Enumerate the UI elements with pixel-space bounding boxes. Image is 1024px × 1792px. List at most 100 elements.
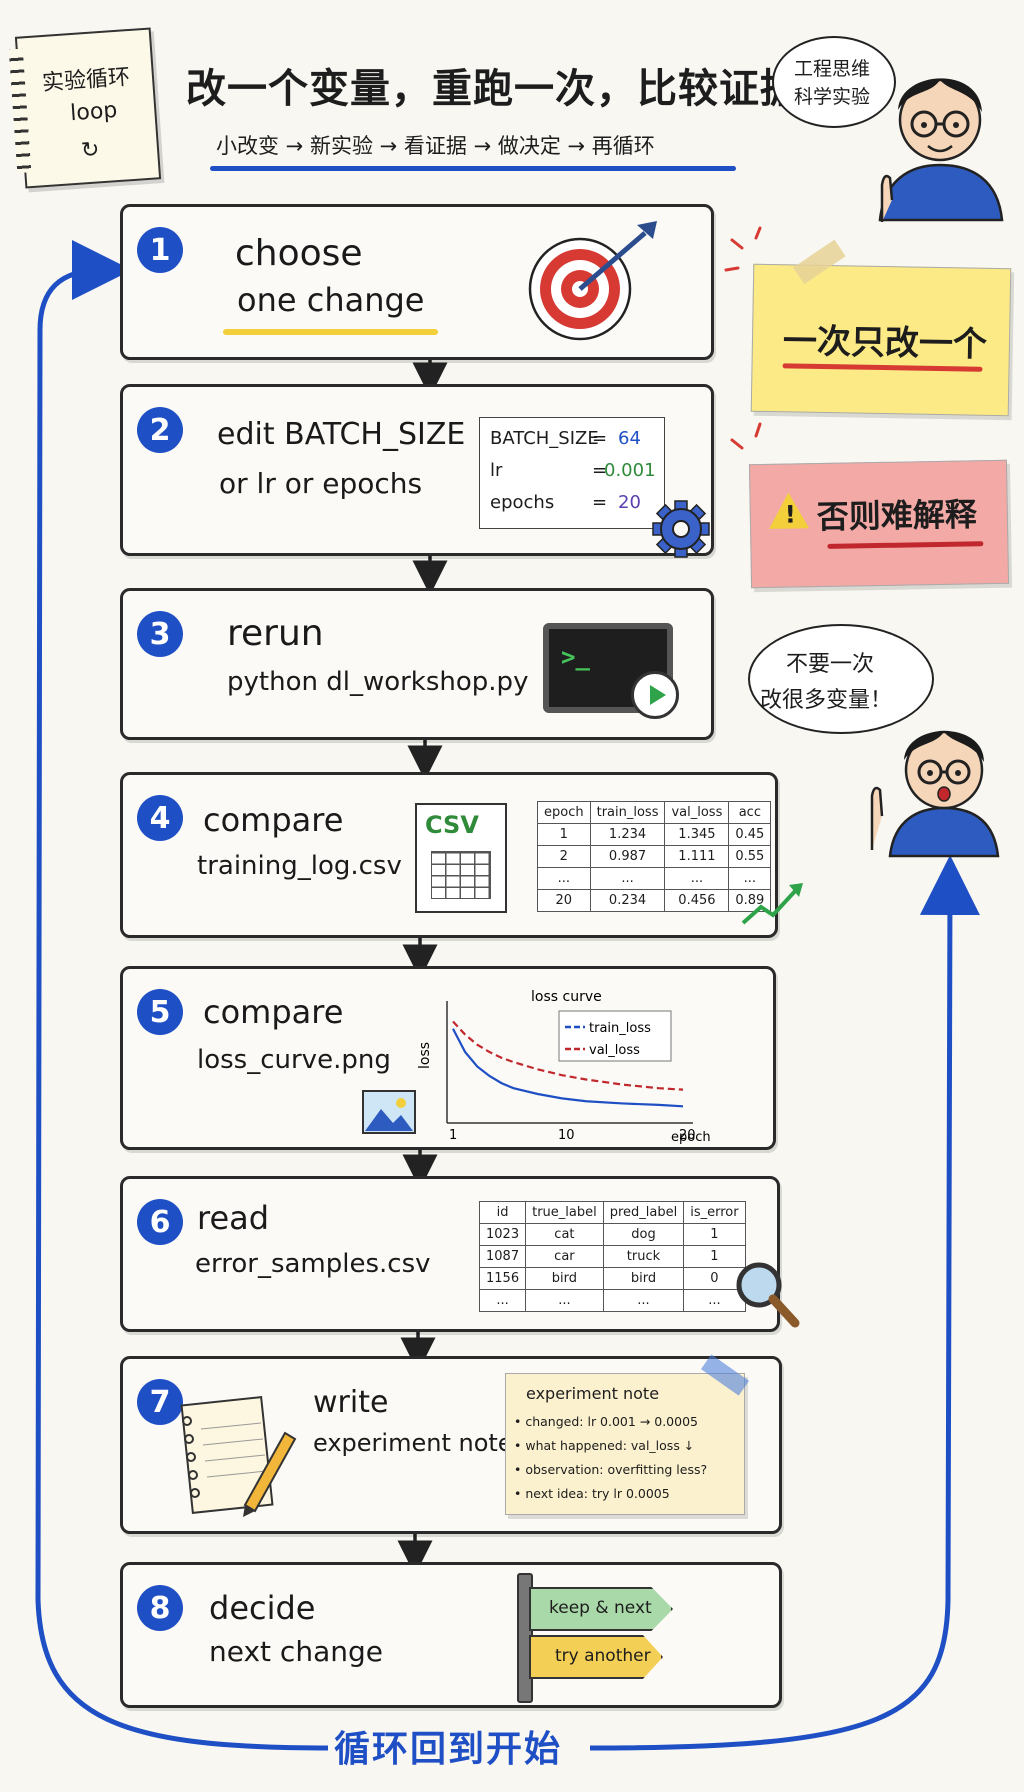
chart-lines — [452, 1020, 684, 1108]
config-eq-epochs: = — [592, 492, 608, 513]
step-8-number: 8 — [137, 1585, 183, 1631]
note-item: • what happened: val_loss ↓ — [514, 1438, 695, 1453]
magnifier-icon — [736, 1262, 800, 1328]
table-cell: ... — [664, 867, 730, 890]
sign-keep-next-label: keep & next — [549, 1598, 652, 1618]
table-cell: bird — [602, 1267, 685, 1290]
step-3-title: rerun — [227, 613, 324, 654]
step-7-subtitle: experiment note — [313, 1429, 513, 1457]
config-val-epochs: 20 — [618, 492, 641, 513]
tape-strip — [700, 1354, 750, 1396]
series-line-train-loss — [452, 1028, 684, 1108]
step-1-underline — [223, 329, 438, 335]
x-tick-label: 20 — [679, 1128, 696, 1143]
table-cell: 1087 — [478, 1245, 527, 1268]
warning-mark: ! — [784, 500, 797, 529]
step-4-card: 4 compare training_log.csv CSV epoch tra… — [120, 772, 803, 938]
config-val-lr: 0.001 — [604, 460, 656, 481]
table-cell: 2 — [537, 845, 591, 868]
speech-line1: 不要一次 — [786, 652, 875, 677]
step-1-title: choose — [235, 233, 363, 274]
notebook-line2: loop — [69, 97, 119, 127]
config-key-batch: BATCH_SIZE — [490, 428, 599, 449]
bubble-line1: 工程思维 — [794, 58, 871, 80]
table-cell: 0.987 — [589, 845, 666, 868]
col-acc: acc — [728, 801, 772, 824]
loop-right-arrow — [589, 855, 980, 1751]
step-2-card: 2 edit BATCH_SIZE or lr or epochs BATCH_… — [120, 384, 714, 558]
table-cell: bird — [525, 1267, 604, 1290]
table-row: 2 0.987 1.111 0.55 — [537, 845, 772, 868]
sticky2-underline — [827, 541, 984, 549]
sign-try-another: try another — [529, 1635, 663, 1679]
table-row: ... ... ... ... — [537, 867, 772, 890]
table-cell: ... — [525, 1289, 604, 1312]
step-8-card: 8 decide next change keep & next try ano… — [120, 1562, 782, 1708]
emphasis-marks-1 — [724, 226, 762, 272]
step-2-title: edit BATCH_SIZE — [217, 417, 466, 452]
person-avatar-top — [878, 78, 1004, 222]
step-6-subtitle: error_samples.csv — [195, 1249, 431, 1279]
csv-file-label: CSV — [425, 811, 479, 839]
config-key-epochs: epochs — [490, 492, 555, 513]
csv-grid — [431, 851, 491, 899]
table-row: 1087 car truck 1 — [478, 1245, 746, 1268]
col-epoch: epoch — [537, 801, 591, 824]
table-cell: ... — [537, 867, 591, 890]
step-5-number: 5 — [137, 989, 183, 1035]
legend-val-label: val_loss — [589, 1043, 640, 1058]
note-item: • next idea: try lr 0.0005 — [514, 1486, 670, 1501]
chart-title: loss curve — [531, 989, 602, 1005]
table-row: ... ... ... ... — [478, 1289, 746, 1312]
step-6-card: 6 read error_samples.csv id true_label p… — [120, 1176, 800, 1332]
speech-line2: 改很多变量！ — [760, 688, 893, 713]
note-item: • observation: overfitting less? — [514, 1462, 708, 1477]
terminal-prompt: >_ — [561, 643, 590, 671]
table-row: 1 1.234 1.345 0.45 — [537, 823, 772, 846]
training-log-table: epoch train_loss val_loss acc 1 1.234 1.… — [537, 801, 772, 912]
table-cell: 20 — [537, 889, 591, 912]
note-item: • changed: lr 0.001 → 0.0005 — [514, 1414, 698, 1429]
sticky-note-one-change: 一次只改一个 — [750, 239, 1012, 417]
table-cell: 0.456 — [664, 889, 730, 912]
sign-try-another-label: try another — [555, 1646, 651, 1666]
chart-legend: train_loss val_loss — [558, 1010, 672, 1062]
step-8-subtitle: next change — [209, 1635, 383, 1668]
person-avatar-bottom — [870, 730, 1000, 858]
table-cell: ... — [728, 867, 772, 890]
step-4-title: compare — [203, 801, 344, 839]
table-cell: 1.234 — [589, 823, 666, 846]
chart-ylabel: loss — [417, 1042, 433, 1069]
table-cell: ... — [602, 1289, 685, 1312]
page-subtitle: 小改变 → 新实验 → 看证据 → 做决定 → 再循环 — [216, 134, 655, 158]
page-title: 改一个变量，重跑一次，比较证据 — [186, 66, 801, 112]
x-tick-label: 10 — [558, 1128, 575, 1143]
emphasis-marks-2 — [730, 422, 762, 450]
sticky-note-hard-to-explain: ! 否则难解释 — [748, 459, 1010, 589]
step-1-subtitle: one change — [237, 281, 425, 319]
chart-xlabel: epoch — [671, 1130, 711, 1145]
loop-icon: ↻ — [80, 137, 101, 164]
col-train-loss: train_loss — [589, 801, 666, 824]
step-5-card: 5 compare loss_curve.png loss curve loss… — [120, 966, 776, 1150]
error-samples-table: id true_label pred_label is_error 1023 c… — [478, 1201, 746, 1312]
table-cell: ... — [478, 1289, 527, 1312]
table-row: 1023 cat dog 1 — [478, 1223, 746, 1246]
table-row: 20 0.234 0.456 0.89 — [537, 889, 772, 912]
step-5-subtitle: loss_curve.png — [197, 1045, 391, 1075]
note-title: experiment note — [526, 1384, 660, 1403]
config-val-batch: 64 — [618, 428, 641, 449]
step-1-number: 1 — [137, 227, 183, 273]
sign-keep-next: keep & next — [529, 1587, 673, 1631]
step-6-title: read — [197, 1199, 270, 1237]
trend-up-icon — [741, 883, 803, 925]
table-cell: 1023 — [478, 1223, 527, 1246]
table-cell: 0.55 — [728, 845, 772, 868]
loop-left-arrow — [35, 240, 331, 1751]
step-1-card: 1 choose one change — [120, 204, 714, 360]
play-button-icon — [631, 671, 679, 719]
target-icon — [528, 221, 657, 341]
sticky2-text: 否则难解释 — [816, 495, 978, 537]
